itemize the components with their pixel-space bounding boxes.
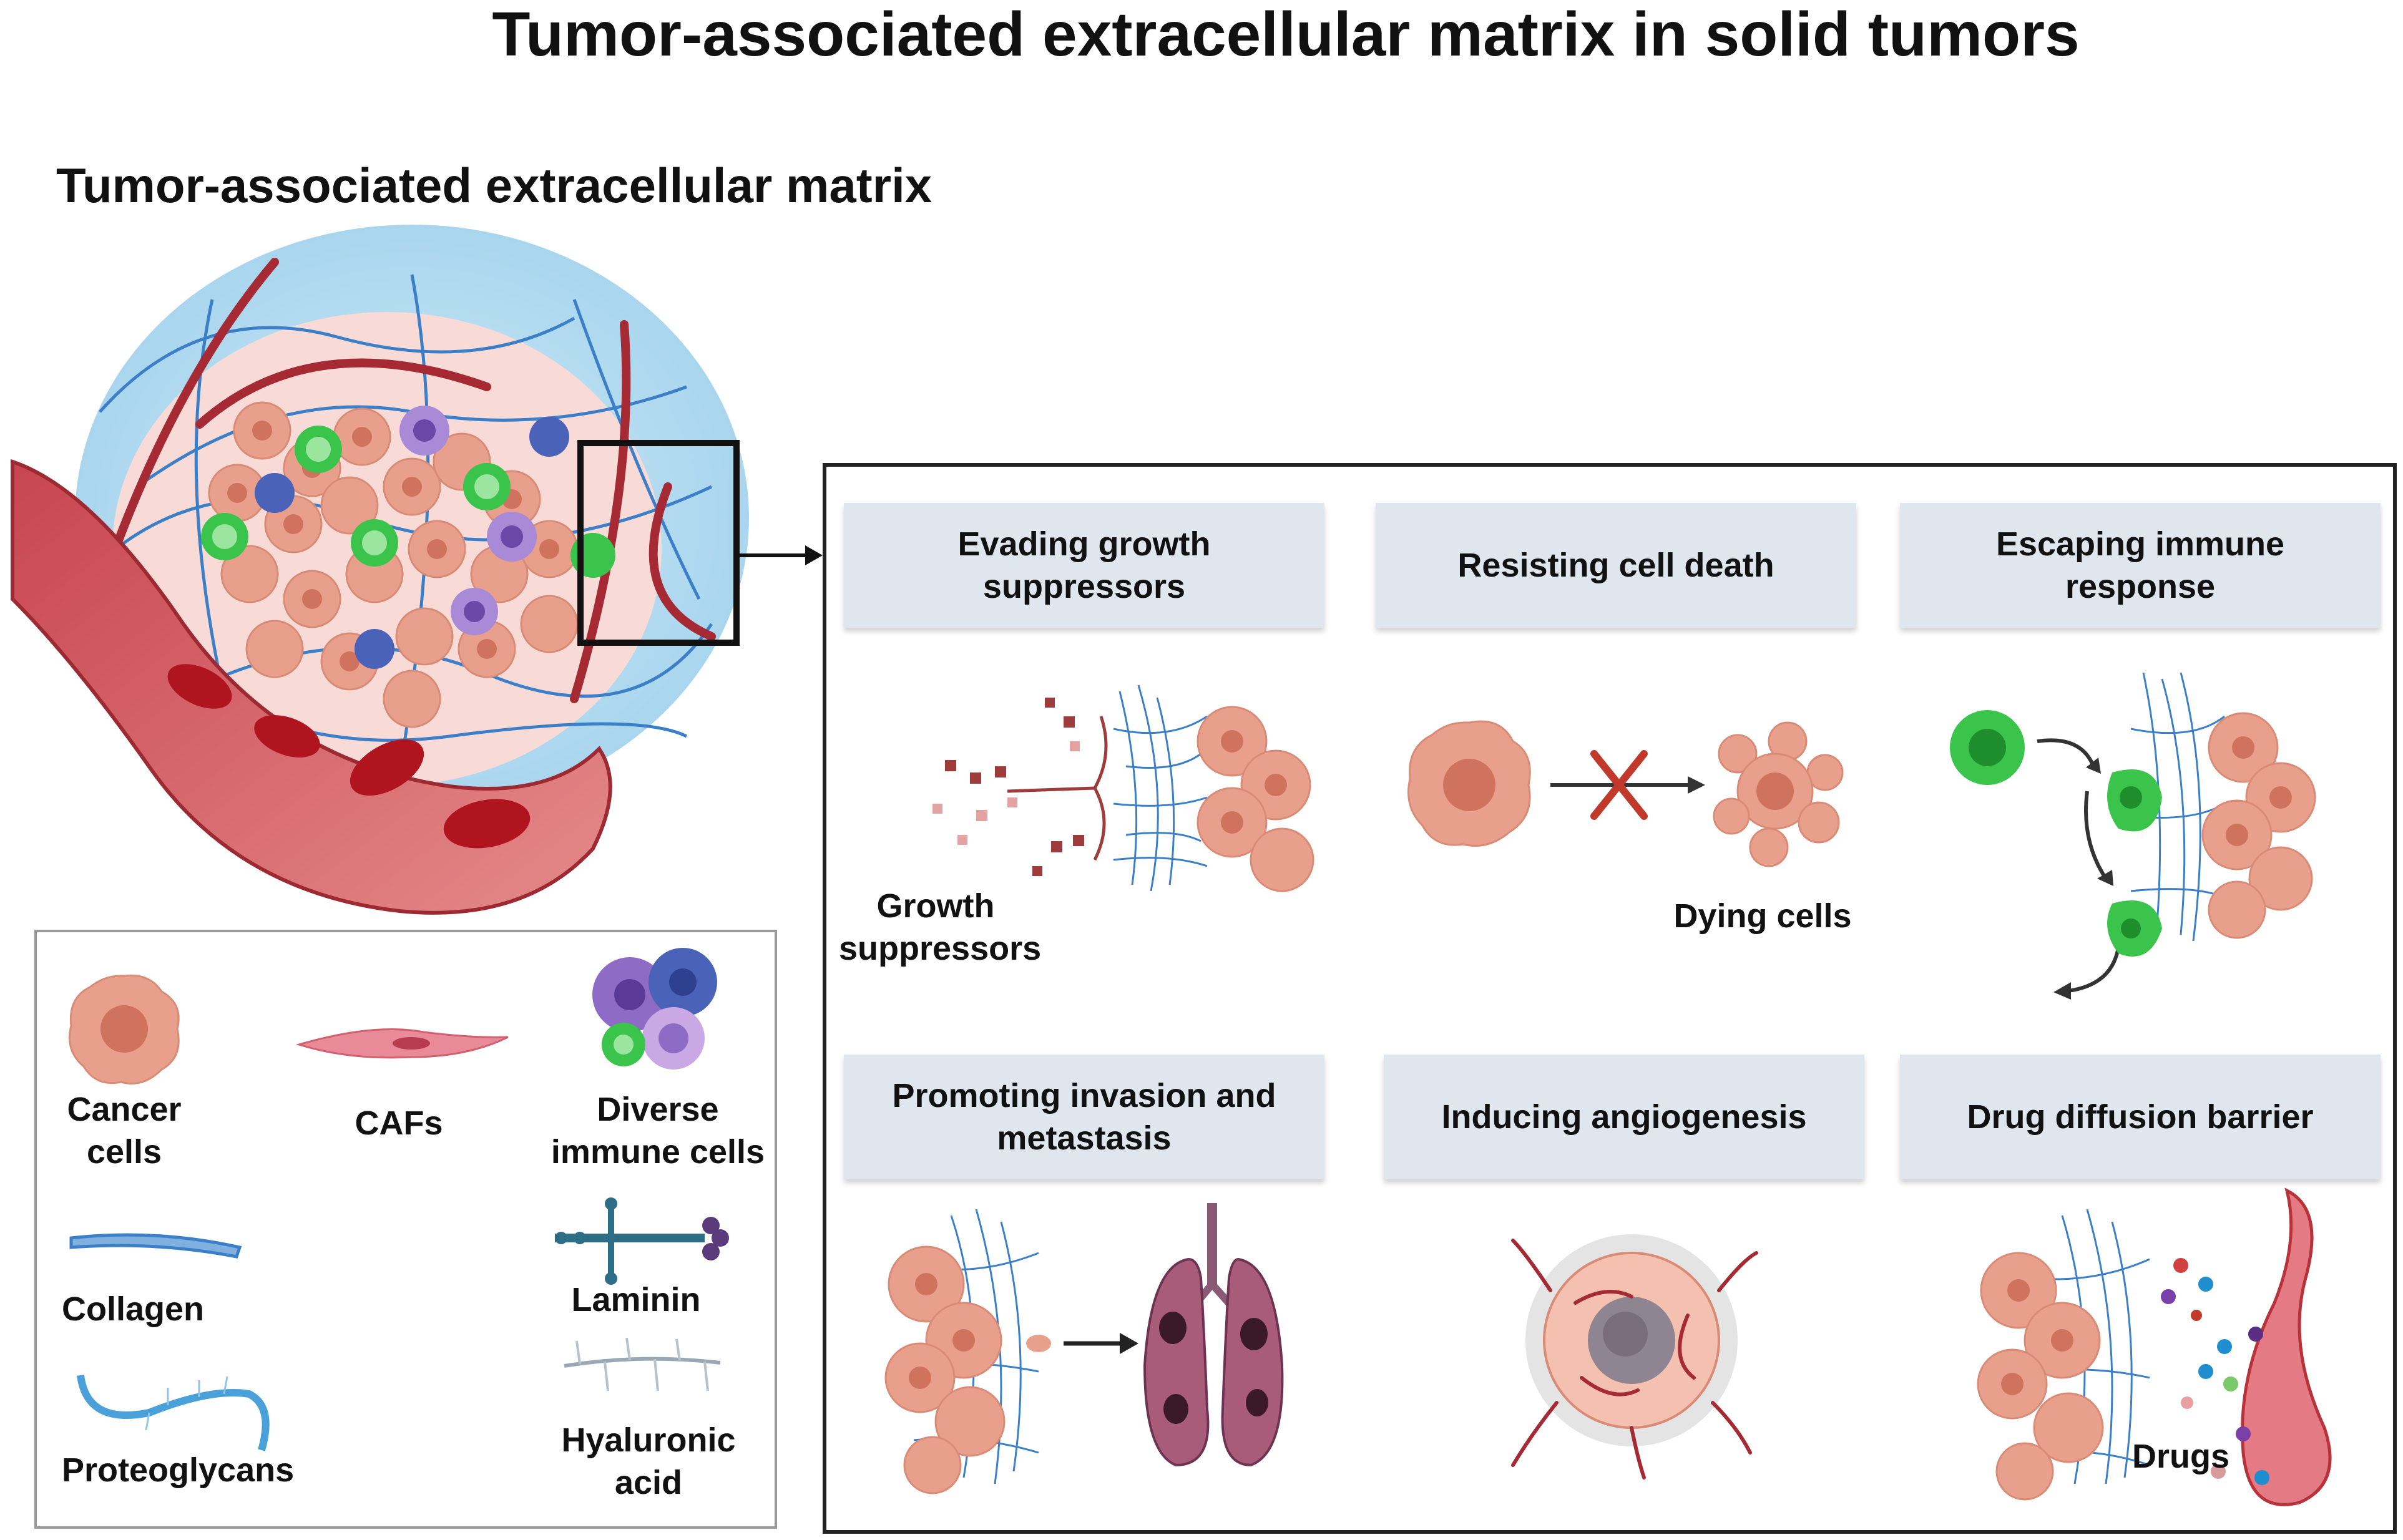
legend-proteoglycans-label: Proteoglycans bbox=[62, 1451, 295, 1489]
header-escaping-immune-response: Escaping immune response bbox=[1900, 503, 2381, 628]
legend-caf-icon bbox=[295, 1028, 509, 1059]
legend-collagen-icon bbox=[69, 1233, 242, 1259]
zoom-arrow bbox=[737, 545, 823, 565]
section-title: Tumor-associated extracellular matrix bbox=[56, 158, 932, 213]
blood-vessel bbox=[11, 459, 612, 915]
tumor-cancer-nuclei bbox=[227, 421, 559, 671]
dying-cells-label: Dying cells bbox=[1673, 897, 1852, 935]
red-blood-cells bbox=[167, 664, 531, 849]
legend-hyaluronic-acid-icon bbox=[564, 1337, 721, 1391]
angiogenesis-illustration bbox=[1511, 1234, 1758, 1479]
header-evading-growth-suppressors: Evading growth suppressors bbox=[844, 503, 1324, 628]
legend-box: Cancer cells CAFs Diverse immune cells C… bbox=[34, 930, 777, 1529]
legend-collagen-label: Collagen bbox=[62, 1290, 205, 1328]
legend-cancer-cell-icon bbox=[69, 974, 180, 1084]
growth-suppressors-label: Growth suppressors bbox=[839, 887, 1042, 967]
legend-cancer-cells-label: Cancer cells bbox=[67, 1091, 182, 1171]
header-inducing-angiogenesis: Inducing angiogenesis bbox=[1384, 1055, 1864, 1179]
header-promoting-invasion-metastasis: Promoting invasion and metastasis bbox=[844, 1055, 1324, 1179]
tumor-vessels bbox=[102, 258, 716, 703]
drugs-label: Drugs bbox=[2131, 1438, 2229, 1475]
legend-immune-cells-label: Diverse immune cells bbox=[551, 1091, 765, 1171]
header-resisting-cell-death: Resisting cell death bbox=[1376, 503, 1856, 628]
header-drug-diffusion-barrier: Drug diffusion barrier bbox=[1900, 1055, 2381, 1179]
evading-illustration bbox=[932, 685, 1314, 892]
legend-hyaluronic-acid-label: Hyaluronic acid bbox=[561, 1421, 736, 1501]
legend-immune-cells-icon bbox=[592, 948, 717, 1070]
main-title: Tumor-associated extracellular matrix in… bbox=[492, 0, 2080, 69]
drug-barrier-illustration bbox=[1977, 1187, 2332, 1506]
tumor-illustration bbox=[11, 225, 749, 915]
zoom-box bbox=[577, 440, 740, 646]
legend-laminin-label: Laminin bbox=[571, 1281, 701, 1318]
legend-cafs-label: CAFs bbox=[355, 1104, 443, 1142]
legend-laminin-icon bbox=[555, 1197, 729, 1285]
resisting-illustration bbox=[1407, 720, 1844, 867]
invasion-illustration bbox=[884, 1203, 1284, 1494]
tumor-immune-cells bbox=[201, 406, 615, 669]
legend-proteoglycans-icon bbox=[77, 1375, 270, 1451]
tumor-cancer-cells bbox=[208, 401, 579, 728]
hallmarks-panel: Evading growth suppressors Resisting cel… bbox=[823, 463, 2397, 1534]
escaping-illustration bbox=[1950, 672, 2316, 1000]
